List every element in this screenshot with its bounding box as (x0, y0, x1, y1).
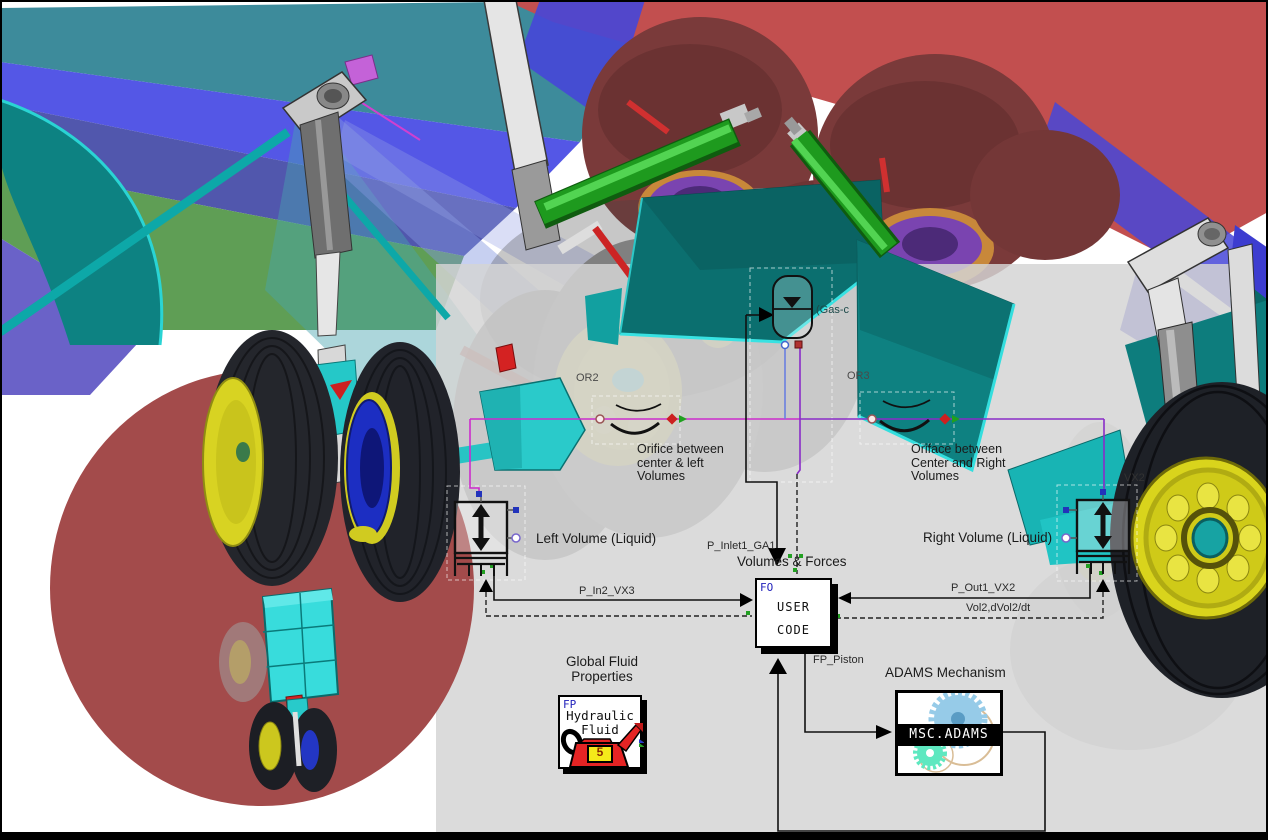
left-fender-edge (0, 98, 164, 346)
gear-door-left (585, 179, 885, 345)
accumulator-line-purple[interactable] (796, 347, 801, 475)
border-top (0, 0, 1268, 2)
signal-lines-solid (493, 314, 1091, 832)
oil-can-icon (560, 723, 644, 768)
fp-piston-signal-label: FP_Piston (813, 654, 864, 666)
block-type-label: FO (760, 581, 774, 594)
right-volume-symbol[interactable] (1061, 489, 1131, 574)
vol2-signal-label: Vol2,dVol2/dt (966, 602, 1031, 614)
green-actuator-right (784, 116, 901, 259)
left-volume-label: Left Volume (Liquid) (536, 531, 657, 546)
stowed-wheel-far-right (970, 130, 1120, 260)
adams-block[interactable]: MSC.ADAMS (895, 690, 1003, 776)
fluid-name-line2: Fluid (581, 722, 619, 737)
wing-band-slate (0, 104, 516, 256)
border-right (1266, 0, 1268, 840)
or2-caption: Orifice between center & left Volumes (637, 442, 724, 483)
right-gear-assembly (1007, 217, 1268, 698)
signal-lines-dashed (485, 474, 1104, 619)
arrowheads (479, 307, 1110, 739)
p-inlet-signal-label: P_Inlet1_GA1 (707, 540, 776, 552)
left-wheel-pair (202, 330, 460, 602)
left-upper-strut (0, 54, 451, 337)
volumes-forces-title: Volumes & Forces (737, 554, 847, 569)
or3-caption: Oriface between Center and Right Volumes (911, 442, 1006, 483)
msc-adams-banner: MSC.ADAMS (898, 724, 1000, 746)
fluid-name-line1: Hydraulic (566, 708, 634, 723)
orifice-or2-symbol[interactable] (595, 403, 687, 435)
gear-door-right (856, 239, 1016, 473)
user-code-block[interactable]: FO USER CODE (755, 578, 832, 648)
green-actuator-left (534, 103, 762, 229)
vx2-id-label: VX2 (1124, 472, 1145, 484)
left-volume-riser[interactable] (469, 419, 480, 495)
block-type-label: FP (563, 698, 577, 711)
border-left (0, 0, 2, 840)
hydraulic-fluid-block[interactable]: FP Hydraulic Fluid 5 (558, 695, 644, 769)
global-fluid-title: Global Fluid Properties (565, 654, 639, 684)
adams-mechanism-title: ADAMS Mechanism (885, 665, 1006, 680)
user-code-line2: CODE (777, 623, 810, 637)
accumulator-symbol[interactable] (772, 275, 813, 350)
accumulator-partial-label: (Gas-c (816, 304, 849, 316)
left-fender-door (0, 100, 162, 345)
right-volume-label: Right Volume (Liquid) (923, 530, 1053, 545)
or2-id-label: OR2 (576, 372, 599, 384)
or3-id-label: OR3 (847, 370, 870, 382)
orifice-or3-symbol[interactable] (867, 399, 960, 433)
border-bottom (0, 832, 1268, 840)
p-in2-signal-label: P_In2_VX3 (579, 585, 635, 597)
user-code-line1: USER (777, 600, 810, 614)
oil-can-number: 5 (596, 745, 604, 759)
p-out1-signal-label: P_Out1_VX2 (951, 582, 1016, 594)
left-volume-symbol[interactable] (453, 491, 521, 576)
stair-box-assembly (219, 587, 340, 792)
